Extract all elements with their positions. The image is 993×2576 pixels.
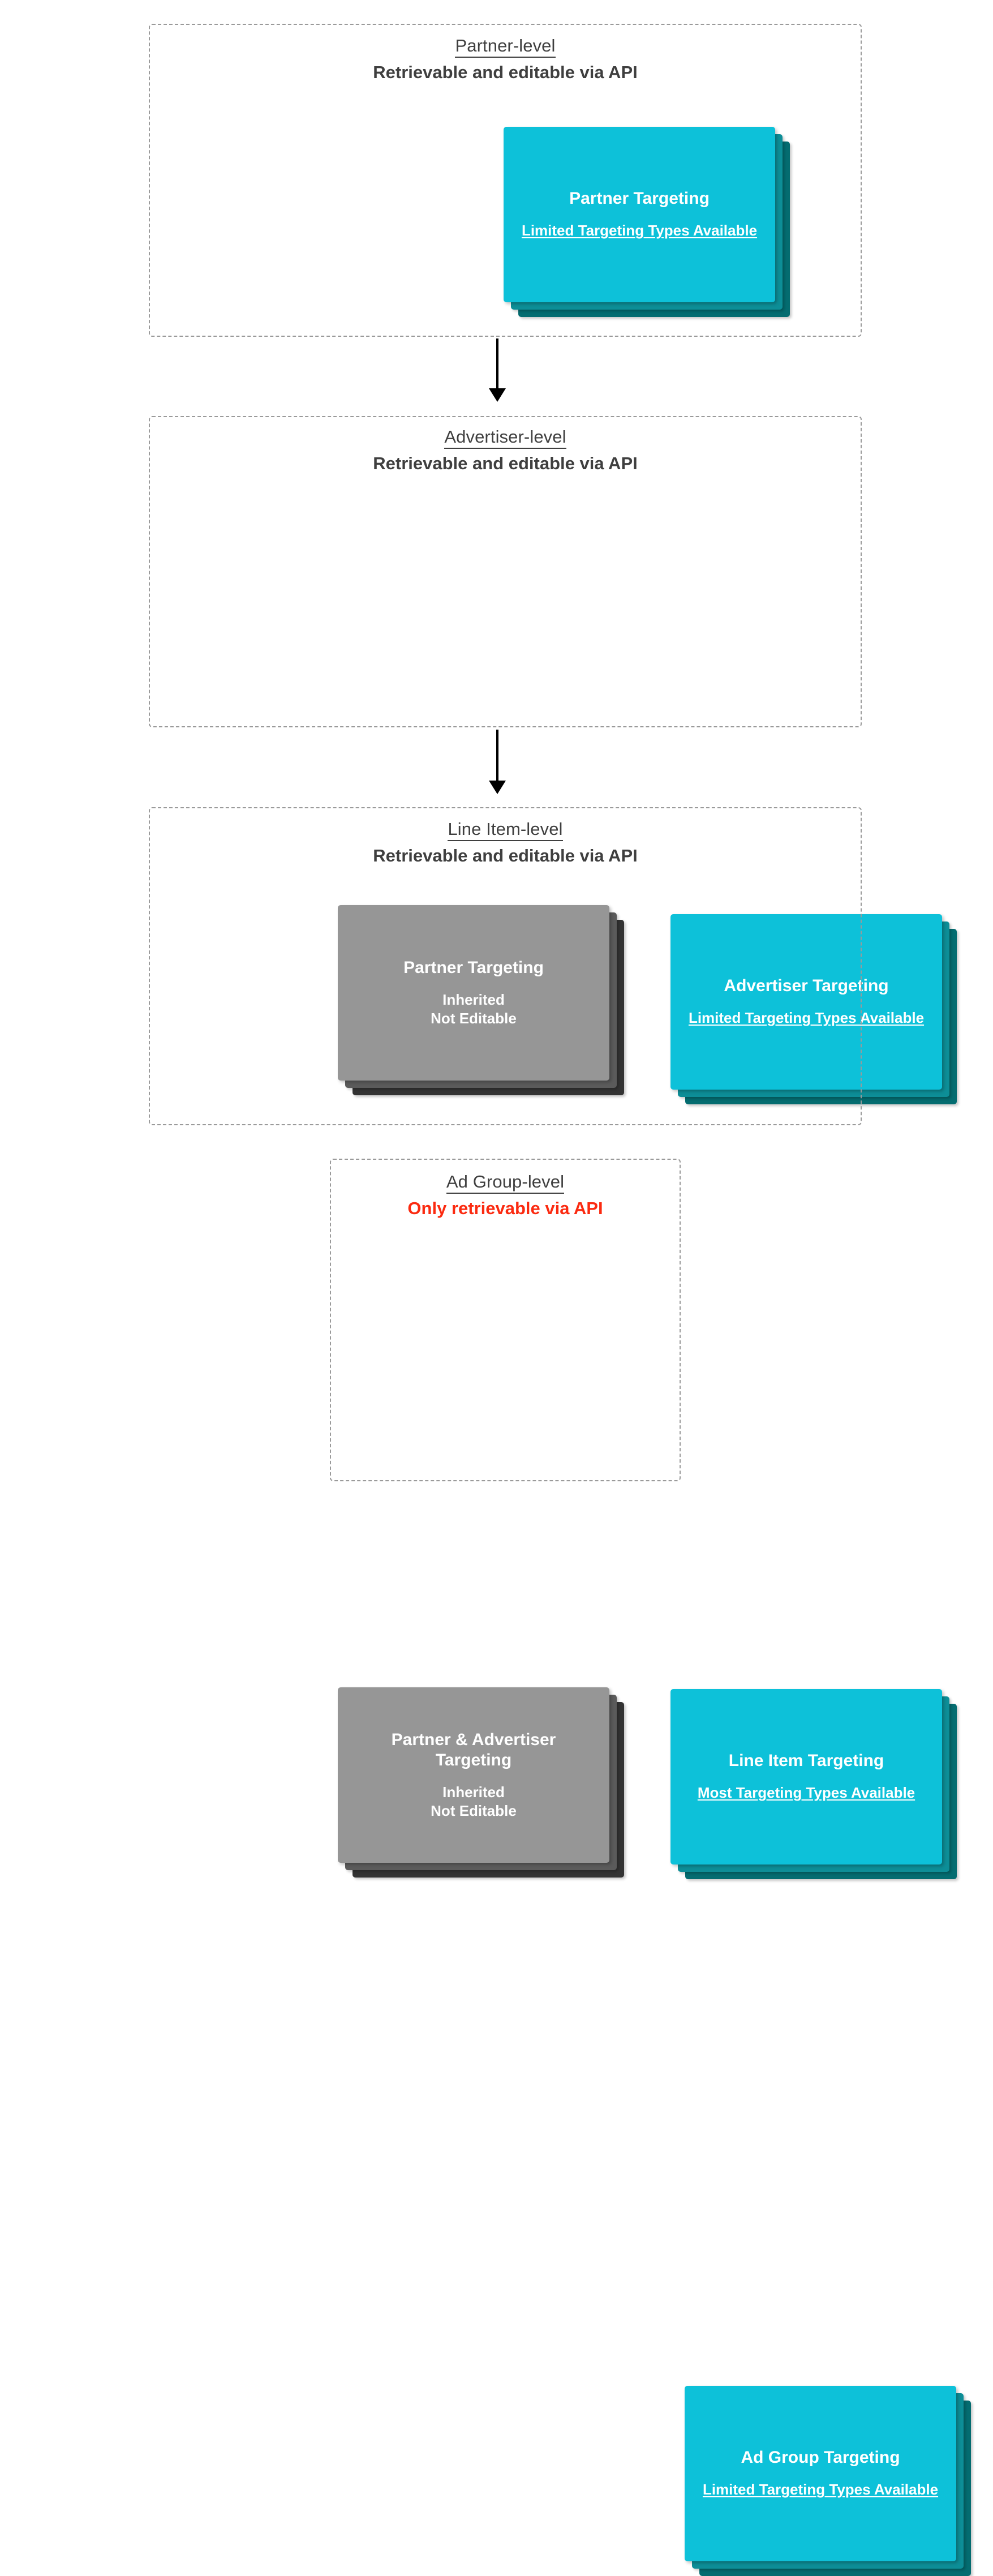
connector-arrow-advertiser-to-line-item bbox=[489, 730, 506, 794]
card-title: Partner Targeting bbox=[403, 958, 544, 977]
level-heading-line-item: Line Item-level Retrievable and editable… bbox=[150, 819, 861, 865]
card-note: Limited Targeting Types Available bbox=[688, 1009, 925, 1027]
card-title: Ad Group Targeting bbox=[741, 2448, 900, 2467]
level-heading-ad-group: Ad Group-level Only retrievable via API bbox=[331, 1172, 680, 1218]
level-subtitle-advertiser: Retrievable and editable via API bbox=[373, 453, 638, 473]
connector-arrow-partner-to-advertiser bbox=[489, 338, 506, 402]
card-stack-line-item-targeting[interactable]: Line Item Targeting Most Targeting Types… bbox=[670, 1689, 957, 1879]
card-layer-front: Advertiser Targeting Limited Targeting T… bbox=[670, 914, 942, 1090]
card-title: Partner Targeting bbox=[569, 189, 710, 208]
card-title: Line Item Targeting bbox=[728, 1751, 884, 1771]
card-layer-front: Partner Targeting Limited Targeting Type… bbox=[504, 127, 775, 302]
card-layer-front: Ad Group Targeting Limited Targeting Typ… bbox=[685, 2386, 956, 2561]
level-container-ad-group: Ad Group-level Only retrievable via API … bbox=[330, 1159, 971, 2576]
card-note: Limited Targeting Types Available bbox=[702, 2481, 939, 2498]
card-layer-front: Line Item Targeting Most Targeting Types… bbox=[670, 1689, 942, 1865]
level-container-advertiser: Advertiser-level Retrievable and editabl… bbox=[149, 416, 957, 1104]
card-note: Most Targeting Types Available bbox=[697, 1784, 915, 1802]
level-heading-partner: Partner-level Retrievable and editable v… bbox=[150, 36, 861, 82]
level-container-line-item: Line Item-level Retrievable and editable… bbox=[149, 807, 957, 1879]
level-container-partner: Partner-level Retrievable and editable v… bbox=[149, 24, 862, 337]
level-title-line-item: Line Item-level bbox=[448, 819, 563, 841]
card-note: Limited Targeting Types Available bbox=[521, 222, 758, 239]
card-stack-advertiser-targeting[interactable]: Advertiser Targeting Limited Targeting T… bbox=[670, 914, 957, 1104]
card-stack-partner-targeting[interactable]: Partner Targeting Limited Targeting Type… bbox=[504, 127, 790, 317]
card-layer-front: Partner & Advertiser Targeting Inherited… bbox=[338, 1687, 609, 1863]
level-title-ad-group: Ad Group-level bbox=[446, 1172, 565, 1194]
arrow-head-icon bbox=[489, 388, 506, 402]
level-subtitle-ad-group: Only retrievable via API bbox=[407, 1198, 603, 1218]
arrow-head-icon bbox=[489, 781, 506, 794]
level-subtitle-partner: Retrievable and editable via API bbox=[373, 62, 638, 82]
card-stack-ad-group-targeting[interactable]: Ad Group Targeting Limited Targeting Typ… bbox=[685, 2386, 971, 2576]
level-heading-advertiser: Advertiser-level Retrievable and editabl… bbox=[150, 427, 861, 473]
level-subtitle-line-item: Retrievable and editable via API bbox=[373, 845, 638, 865]
card-title: Partner & Advertiser Targeting bbox=[391, 1730, 556, 1769]
level-title-partner: Partner-level bbox=[455, 36, 556, 58]
card-stack-inherited-partner-advertiser-targeting[interactable]: Partner & Advertiser Targeting Inherited… bbox=[338, 1687, 624, 1878]
level-title-advertiser: Advertiser-level bbox=[444, 427, 566, 449]
